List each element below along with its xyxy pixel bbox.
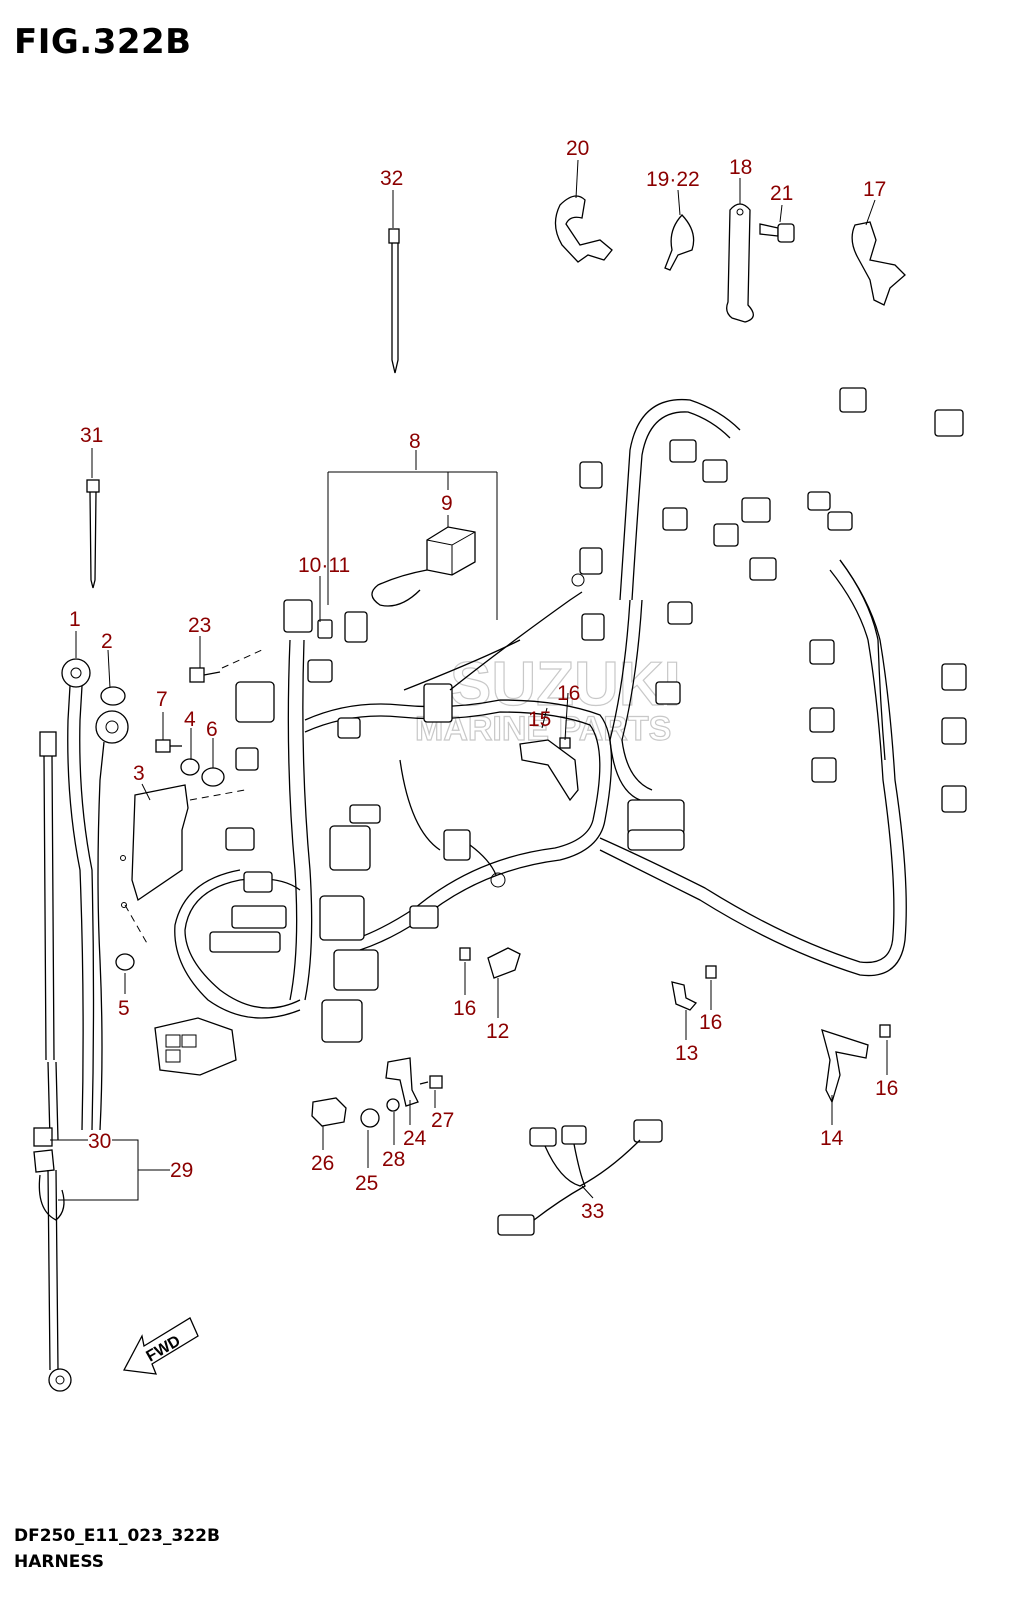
callout-9: 9 (441, 492, 453, 515)
callout-8: 8 (409, 430, 421, 453)
part-4-collar[interactable] (180, 758, 200, 776)
callout-16c: 16 (699, 1011, 722, 1034)
callout-32: 32 (380, 167, 403, 190)
part-12-plate[interactable] (459, 947, 521, 979)
callout-15: 15 (528, 708, 551, 731)
callout-4: 4 (184, 708, 196, 731)
figure-title: FIG.322B (14, 22, 192, 62)
callout-10-11: 10·11 (298, 554, 350, 577)
callout-14: 14 (820, 1127, 844, 1150)
callout-28: 28 (382, 1148, 405, 1171)
callout-17: 17 (863, 178, 886, 201)
part-31-cable-tie[interactable] (86, 479, 100, 589)
part-21-bolt[interactable] (759, 223, 795, 243)
callout-18: 18 (729, 156, 752, 179)
callout-27: 27 (431, 1109, 454, 1132)
callout-16a: 16 (557, 682, 580, 705)
callout-2: 2 (101, 630, 113, 653)
callout-12: 12 (486, 1020, 509, 1043)
callout-31: 31 (80, 424, 103, 447)
part-15-bracket[interactable] (519, 737, 579, 802)
part-32-cable-tie[interactable] (388, 228, 400, 374)
callout-16d: 16 (875, 1077, 898, 1100)
part-9-relay[interactable] (371, 526, 476, 607)
leader-lines (50, 159, 888, 1201)
callout-5: 5 (118, 997, 130, 1020)
figure-code: DF250_E11_023_322B (14, 1526, 220, 1546)
callout-7: 7 (156, 688, 168, 711)
callout-26: 26 (311, 1152, 334, 1175)
part-1-cable[interactable] (61, 658, 129, 1131)
part-25-sleeve[interactable] (360, 1108, 380, 1128)
part-26-cap[interactable] (311, 1097, 347, 1127)
callout-24: 24 (403, 1127, 427, 1150)
callout-20: 20 (566, 137, 589, 160)
figure-name: HARNESS (14, 1552, 105, 1572)
callout-29: 29 (170, 1159, 193, 1182)
part-33-sub-harness[interactable] (497, 1119, 663, 1236)
part-17-clip[interactable] (851, 221, 906, 306)
bracket-8 (327, 471, 498, 620)
callout-13: 13 (675, 1042, 698, 1065)
callout-1: 1 (69, 608, 81, 631)
part-7-bolt[interactable] (155, 739, 182, 753)
watermark: SUZUKI MARINE PARTS (414, 649, 681, 748)
fwd-arrow: FWD (122, 1317, 199, 1375)
part-6-grommet[interactable] (201, 767, 225, 787)
callout-labels: 1 2 3 4 5 6 7 8 9 10·11 12 13 14 15 16 1… (69, 137, 898, 1223)
part-13-bracket[interactable] (671, 965, 717, 1011)
callout-21: 21 (770, 182, 793, 205)
part-5-grommet[interactable] (115, 953, 135, 971)
callout-16b: 16 (453, 997, 476, 1020)
callout-23: 23 (188, 614, 211, 637)
part-28-washer[interactable] (386, 1098, 400, 1112)
part-2-grommet[interactable] (100, 686, 126, 706)
callout-33: 33 (581, 1200, 604, 1223)
part-19-22-clip[interactable] (664, 214, 695, 271)
part-27-bolt[interactable] (419, 1075, 443, 1089)
main-harness[interactable] (154, 387, 967, 1076)
callout-3: 3 (133, 762, 145, 785)
part-23-bolt[interactable] (189, 649, 263, 683)
callout-6: 6 (206, 718, 218, 741)
part-3-bracket[interactable] (120, 784, 246, 946)
part-18-strap[interactable] (726, 203, 754, 323)
callout-19-22: 19·22 (646, 168, 700, 191)
part-20-clamp[interactable] (554, 195, 613, 263)
part-14-bracket[interactable] (821, 1024, 891, 1104)
callout-25: 25 (355, 1172, 378, 1195)
part-29-cable[interactable] (33, 731, 72, 1392)
part-24-bracket[interactable] (385, 1057, 419, 1107)
callout-30: 30 (88, 1130, 111, 1153)
